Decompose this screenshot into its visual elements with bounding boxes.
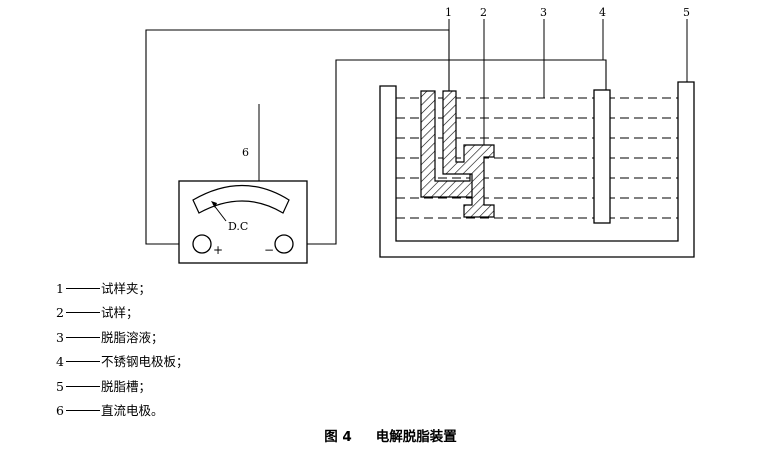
legend-number: 2 <box>56 305 64 321</box>
callout-5: 5 <box>683 6 690 19</box>
specimen <box>442 90 495 218</box>
wiring <box>145 29 607 245</box>
leader-lines <box>258 19 688 181</box>
callout-3: 3 <box>540 6 547 19</box>
legend-item: 4 不锈钢电极板； <box>56 350 188 374</box>
legend-text: 试样； <box>100 305 139 321</box>
legend-list: 1 试样夹； 2 试样； 3 脱脂溶液； 4 不锈钢电极板； 5 脱脂槽； 6 直流电极。 <box>56 277 188 423</box>
legend-number: 3 <box>56 329 64 345</box>
electrolytic-degreasing-diagram: D.C + − 1 2 3 4 5 6 <box>145 6 695 264</box>
meter-needle-tip <box>211 201 217 208</box>
legend-number: 6 <box>56 402 64 418</box>
legend-item: 5 脱脂槽； <box>56 375 188 399</box>
meter-scale-arc <box>192 185 290 214</box>
legend-dash <box>65 361 100 363</box>
stainless-steel-electrode-plate <box>593 89 611 224</box>
callout-6: 6 <box>242 146 249 159</box>
negative-terminal <box>274 234 294 254</box>
degreasing-solution <box>396 97 678 219</box>
legend-text: 脱脂溶液； <box>100 329 164 345</box>
figure-caption: 图 4 电解脱脂装置 <box>0 425 781 445</box>
positive-terminal <box>192 234 212 254</box>
legend-text: 试样夹； <box>100 281 151 296</box>
legend-item: 2 试样； <box>56 301 188 325</box>
legend-text: 直流电极。 <box>100 402 164 418</box>
legend-item: 1 试样夹； <box>56 277 188 301</box>
legend-item: 3 脱脂溶液； <box>56 326 188 350</box>
legend-number: 4 <box>56 354 64 370</box>
legend-dash <box>65 336 100 338</box>
legend-text: 脱脂槽； <box>100 378 151 394</box>
legend-dash <box>65 312 100 314</box>
legend-number: 1 <box>56 281 64 296</box>
figure-number: 图 4 <box>324 429 352 445</box>
legend-dash <box>65 409 100 411</box>
legend-number: 5 <box>56 378 64 394</box>
negative-symbol: − <box>264 243 274 257</box>
callout-2: 2 <box>480 6 487 19</box>
meter-label: D.C <box>228 220 248 233</box>
legend-dash <box>65 385 100 387</box>
callout-1: 1 <box>445 6 452 19</box>
legend-dash <box>65 288 100 289</box>
legend-text: 不锈钢电极板； <box>100 354 189 370</box>
figure-title: 电解脱脂装置 <box>375 429 457 445</box>
positive-symbol: + <box>213 243 223 257</box>
degreasing-tank <box>379 81 695 258</box>
legend-item: 6 直流电极。 <box>56 399 188 423</box>
callout-4: 4 <box>599 6 606 19</box>
